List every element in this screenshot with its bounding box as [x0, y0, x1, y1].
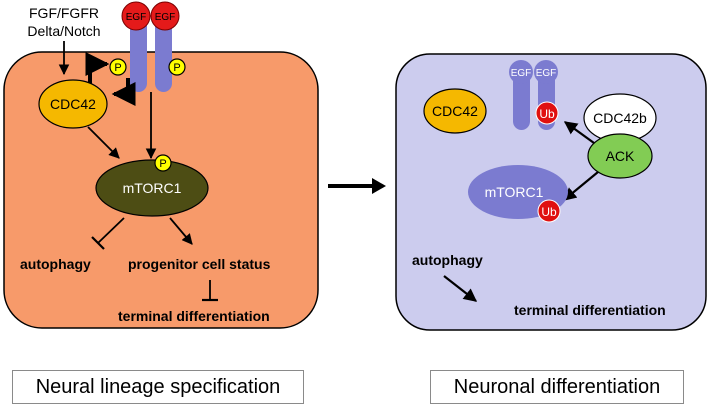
- caption-neuronal-differentiation: Neuronal differentiation: [430, 370, 684, 404]
- ub-badge-mtorc1: Ub: [537, 199, 561, 223]
- svg-text:P: P: [114, 62, 121, 74]
- receptor-to-cdc42-arrow: [111, 78, 136, 106]
- svg-text:P: P: [159, 158, 166, 170]
- caption-neural-lineage: Neural lineage specification: [12, 370, 304, 404]
- egf-right-label: EGF: [155, 12, 176, 23]
- receptor-phospho-left: P: [109, 58, 127, 76]
- egf-ligand-right: [150, 1, 180, 31]
- ub-badge-receptor: Ub: [535, 101, 559, 125]
- svg-text:Ub: Ub: [539, 107, 555, 121]
- svg-text:Ub: Ub: [541, 205, 557, 219]
- svg-text:P: P: [173, 62, 180, 74]
- cdc42-to-receptor-arrow: [85, 52, 110, 90]
- egf-right-label-right: EGF: [536, 68, 557, 79]
- mtorc1-node-left: [95, 159, 209, 217]
- cdc42-label-left: CDC42: [50, 96, 96, 112]
- cdc42b-label: CDC42b: [593, 110, 647, 126]
- egf-left-label-right: EGF: [511, 68, 532, 79]
- signal-fgf-label: FGF/FGFR: [29, 5, 99, 21]
- mtorc1-label-left: mTORC1: [123, 180, 182, 196]
- autophagy-label-left: autophagy: [20, 256, 91, 272]
- terminal-diff-label-right: terminal differentiation: [514, 302, 666, 318]
- mtorc1-to-progenitor-arrow: [169, 217, 193, 245]
- progenitor-status-label: progenitor cell status: [128, 256, 271, 272]
- cdc42-node-left: [38, 79, 108, 129]
- terminal-diff-label-left: terminal differentiation: [118, 308, 270, 324]
- ack-to-mtorc1-arrow: [562, 171, 599, 201]
- ack-to-receptor-arrow: [563, 121, 595, 144]
- egf-ligand-left: [121, 1, 151, 31]
- receptor-phospho-right: P: [168, 58, 186, 76]
- ack-node: [587, 133, 653, 179]
- autophagy-to-terminal-arrow: [443, 275, 478, 302]
- cdc42-to-mtorc1-arrow: [87, 126, 120, 159]
- signal-delta-notch-label: Delta/Notch: [27, 23, 100, 39]
- mtorc1-label-right: mTORC1: [485, 184, 544, 200]
- cdc42-label-right: CDC42: [432, 103, 478, 119]
- egf-receptor-left: EGF EGF: [121, 1, 180, 92]
- mtorc1-phospho: P: [154, 154, 172, 172]
- egf-left-label: EGF: [126, 12, 147, 23]
- mtorc1-inhibits-autophagy: [97, 217, 125, 244]
- ack-label: ACK: [606, 148, 635, 164]
- cdc42-node-right: [423, 88, 487, 134]
- autophagy-label-right: autophagy: [412, 252, 483, 268]
